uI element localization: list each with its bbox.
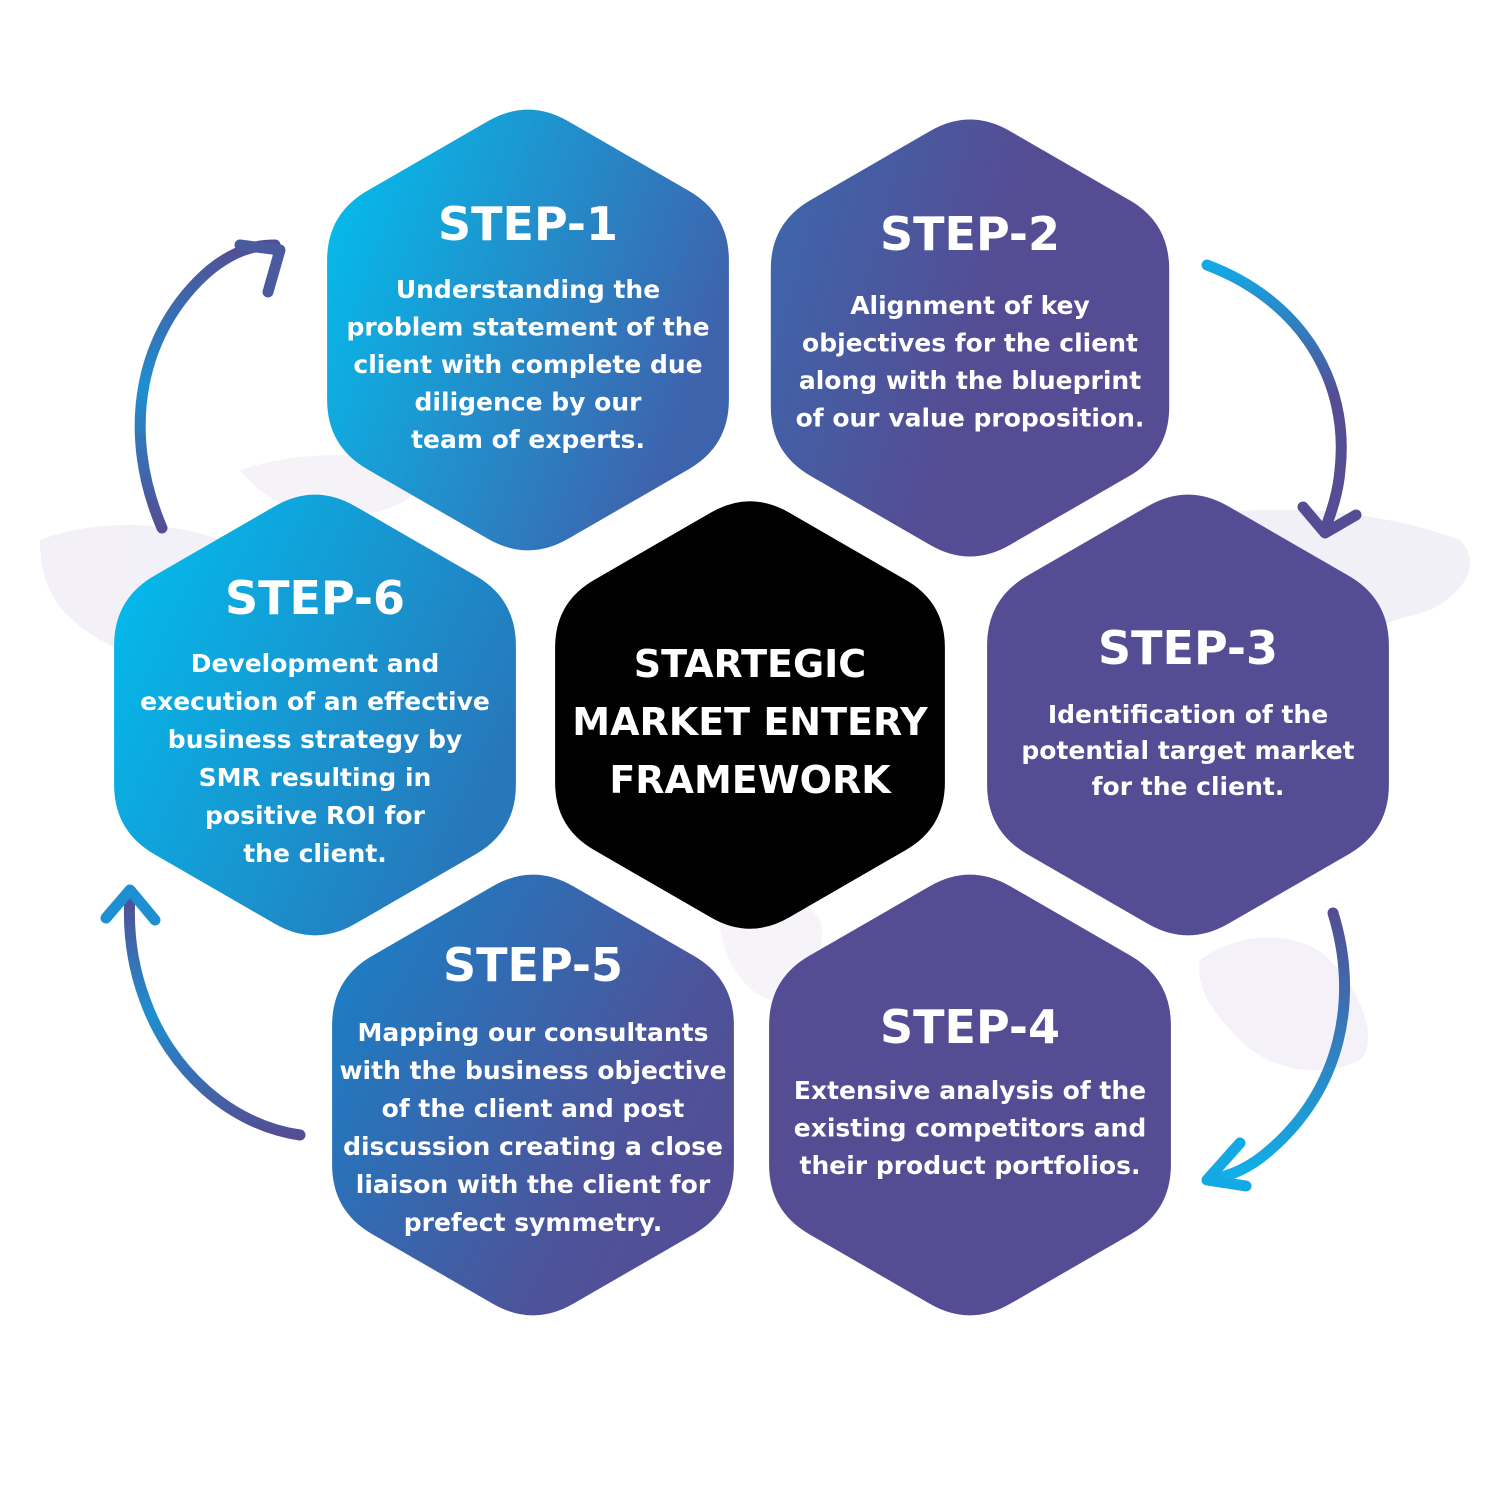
step-5-description-line: prefect symmetry. xyxy=(404,1208,663,1237)
step-5-hexagon-shape xyxy=(332,874,734,1316)
step-2-description-line: Alignment of key xyxy=(850,291,1090,320)
step-6-description-line: Development and xyxy=(191,649,440,678)
step-6-description-line: the client. xyxy=(243,839,387,868)
step-3-description-line: potential target market xyxy=(1021,736,1354,765)
map-continent-australia xyxy=(1199,937,1369,1071)
arrow-step5-to-step6-head xyxy=(100,884,161,926)
step-5-title: STEP-5 xyxy=(443,938,623,992)
step-1-hexagon-shape xyxy=(327,109,729,551)
step-4-description-line: their product portfolios. xyxy=(800,1151,1141,1180)
step-5-description-line: discussion creating a close xyxy=(343,1132,723,1161)
step-4-description-line: existing competitors and xyxy=(794,1114,1146,1143)
center-hexagon: STARTEGIC MARKET ENTERY FRAMEWORK xyxy=(555,501,945,929)
step-1-title: STEP-1 xyxy=(438,197,618,251)
step-2-title: STEP-2 xyxy=(880,207,1060,261)
step-3-description-line: for the client. xyxy=(1092,772,1285,801)
step-6-description-line: business strategy by xyxy=(168,725,462,754)
step-1-description-line: diligence by our xyxy=(415,388,643,417)
step-3-description-line: Identification of the xyxy=(1048,700,1328,729)
center-title-line-3: FRAMEWORK xyxy=(609,758,892,802)
step-2-description-line: objectives for the client xyxy=(802,329,1138,358)
arrow-step3-to-step4-head xyxy=(1201,1137,1252,1192)
arrow-step6-to-step1-head xyxy=(234,239,286,298)
step-6-description-line: SMR resulting in xyxy=(199,763,432,792)
step-6-hexagon-shape xyxy=(114,494,516,936)
step-6-description-line: positive ROI for xyxy=(205,801,426,830)
step-1-description-line: client with complete due xyxy=(353,350,702,379)
arrow-step5-to-step6 xyxy=(123,889,306,1141)
center-title-line-2: MARKET ENTERY xyxy=(572,700,928,744)
step-6-title: STEP-6 xyxy=(225,571,405,625)
step-2-hexagon-shape xyxy=(770,119,1170,557)
step-1-description-line: team of experts. xyxy=(411,425,645,454)
arrow-step2-to-step3 xyxy=(1201,259,1347,536)
step-4-title: STEP-4 xyxy=(880,1000,1060,1054)
cycle-arrows xyxy=(100,239,1362,1192)
arrow-step2-to-step3-head xyxy=(1297,501,1362,539)
arrow-step3-to-step4 xyxy=(1204,907,1351,1186)
step-3-title: STEP-3 xyxy=(1098,621,1278,675)
step-5-description-line: with the business objective xyxy=(339,1056,726,1085)
step-3-hexagon-shape xyxy=(987,494,1389,936)
step-2-description-line: of our value proposition. xyxy=(796,404,1145,433)
step-5-description-line: of the client and post xyxy=(382,1094,685,1123)
step-5-description-line: liaison with the client for xyxy=(356,1170,711,1199)
step-2-description-line: along with the blueprint xyxy=(799,366,1141,395)
step-4-description-line: Extensive analysis of the xyxy=(794,1076,1146,1105)
step-1-description-line: Understanding the xyxy=(396,275,660,304)
step-1-description-line: problem statement of the xyxy=(346,313,709,342)
center-hexagon-shape xyxy=(555,501,945,929)
step-4-hexagon-shape xyxy=(769,874,1171,1316)
step-5-description-line: Mapping our consultants xyxy=(357,1018,708,1047)
center-title-line-1: STARTEGIC xyxy=(634,642,866,686)
step-6-description-line: execution of an effective xyxy=(140,687,490,716)
